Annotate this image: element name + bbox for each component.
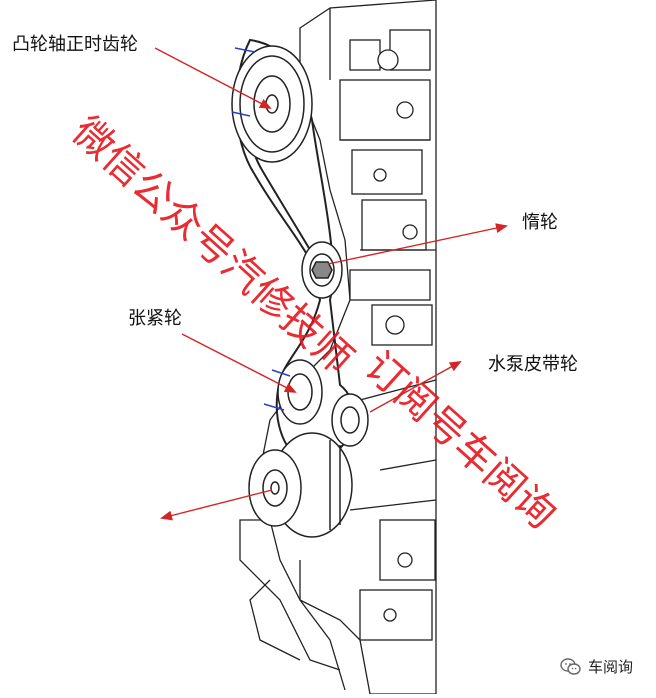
label-camshaft-gear: 凸轮轴正时齿轮 (12, 34, 138, 55)
arrow-tensioner (181, 333, 297, 393)
badge-text: 车阅询 (588, 658, 634, 676)
label-tensioner: 张紧轮 (128, 308, 182, 329)
tensioner-pulley (263, 359, 323, 425)
crankshaft-pulley (248, 432, 353, 538)
water-pump-pulley (331, 393, 369, 447)
arrow-idler (327, 223, 508, 265)
source-badge: 车阅询 (560, 656, 633, 677)
camshaft-gear (231, 45, 313, 163)
label-idler-pulley: 惰轮 (522, 212, 558, 233)
arrow-camshaft (154, 47, 272, 109)
callout-arrows (154, 47, 508, 521)
arrow-crank (160, 489, 273, 521)
arrow-pump (369, 361, 462, 413)
wechat-icon (560, 657, 581, 675)
idler-pulley (301, 241, 343, 299)
label-water-pump-pulley: 水泵皮带轮 (488, 354, 578, 375)
